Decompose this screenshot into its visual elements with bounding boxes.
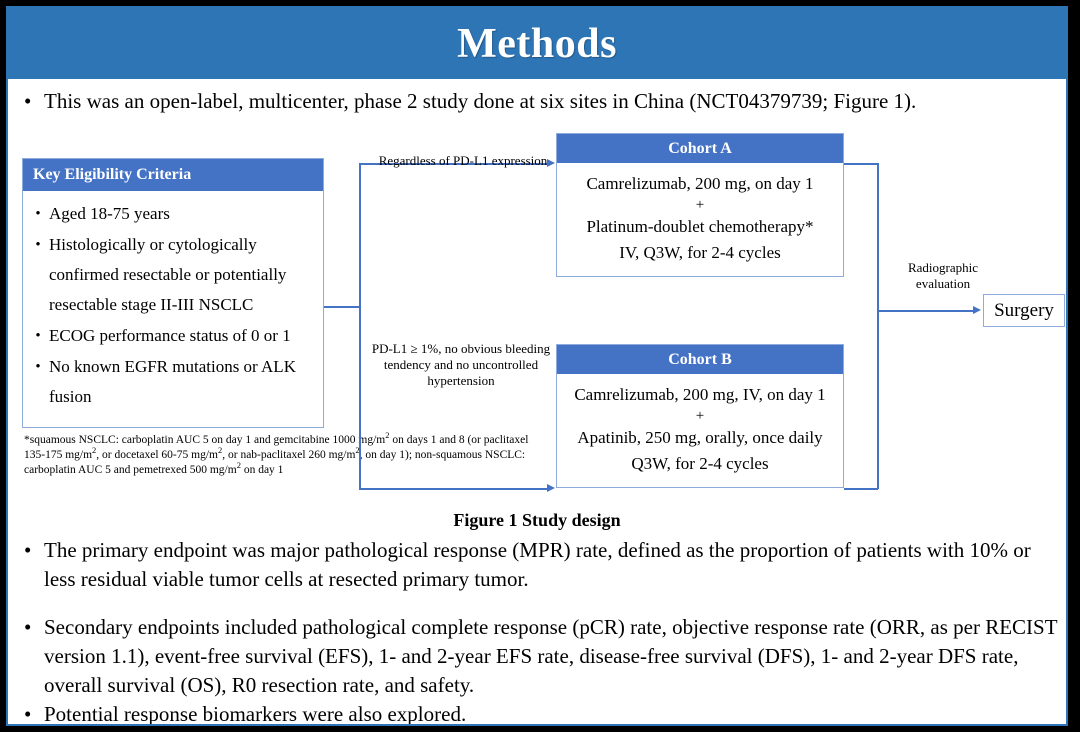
- eligibility-header: Key Eligibility Criteria: [23, 159, 323, 191]
- connector-arrow-to-cohort-b: [359, 488, 549, 490]
- chemotherapy-footnote: *squamous NSCLC: carboplatin AUC 5 on da…: [24, 430, 544, 478]
- list-item: • Aged 18-75 years: [27, 199, 317, 229]
- connector-label-regardless: Regardless of PD-L1 expression: [378, 153, 548, 168]
- cohort-a-line1: Camrelizumab, 200 mg, on day 1: [586, 174, 814, 193]
- list-item: • Histologically or cytologically confir…: [27, 230, 317, 320]
- cohort-a-body: Camrelizumab, 200 mg, on day 1 + Platinu…: [557, 163, 843, 276]
- connector-line-vertical-upper: [359, 163, 361, 307]
- eligibility-item-label: No known EGFR mutations or ALK fusion: [49, 357, 296, 406]
- bullet-marker: •: [35, 206, 41, 222]
- cohort-b-plus: +: [695, 408, 705, 424]
- cohort-a-line2: Platinum-doublet chemotherapy*: [586, 217, 814, 236]
- connector-line-from-eligibility: [324, 306, 360, 308]
- bullet-marker: •: [24, 702, 32, 726]
- page-title: Methods: [457, 20, 617, 67]
- bullet-intro-text: This was an open-label, multicenter, pha…: [44, 89, 917, 113]
- footnote-part: , or nab-paclitaxel 260 mg/m: [222, 449, 356, 461]
- bullet-primary-endpoint-text: The primary endpoint was major pathologi…: [44, 538, 1031, 591]
- bullet-secondary-endpoints: • Secondary endpoints included pathologi…: [18, 613, 1058, 700]
- footnote-superscript: 2: [92, 445, 97, 456]
- connector-line-vertical-lower: [359, 306, 361, 489]
- cohort-b-line1: Camrelizumab, 200 mg, IV, on day 1: [574, 385, 826, 404]
- bullet-primary-endpoint: • The primary endpoint was major patholo…: [18, 536, 1058, 594]
- footnote-part: on days 1 and 8 (or paclitaxel 135-175 m…: [24, 434, 529, 461]
- arrowhead-icon: [973, 306, 981, 314]
- bullet-marker: •: [35, 237, 41, 253]
- footnote-part: , on day 1); non-squamous NSCLC: carbopl…: [24, 449, 526, 476]
- cohort-b-header: Cohort B: [557, 345, 843, 374]
- slide-title-bar: Methods: [8, 8, 1066, 79]
- bullet-marker: •: [24, 538, 32, 562]
- slide-page: Methods • This was an open-label, multic…: [6, 6, 1068, 726]
- bullet-marker: •: [35, 359, 41, 375]
- bullet-marker: •: [35, 328, 41, 344]
- eligibility-list: • Aged 18-75 years • Histologically or c…: [23, 191, 323, 417]
- footnote-part: *squamous NSCLC: carboplatin AUC 5 on da…: [24, 434, 386, 446]
- arrowhead-icon: [547, 159, 555, 167]
- eligibility-item-label: Histologically or cytologically confirme…: [49, 235, 287, 314]
- cohort-b-line2: Apatinib, 250 mg, orally, once daily: [577, 428, 823, 447]
- bullet-biomarkers: • Potential response biomarkers were als…: [18, 700, 1058, 726]
- connector-line-merge-vertical: [877, 163, 879, 489]
- footnote-superscript: 2: [217, 445, 223, 456]
- eligibility-item-label: Aged 18-75 years: [49, 204, 170, 223]
- bullet-intro: • This was an open-label, multicenter, p…: [18, 87, 1058, 116]
- footnote-part: on day 1: [240, 464, 284, 476]
- surgery-box: Surgery: [983, 294, 1065, 327]
- cohort-a-plus: +: [695, 197, 705, 213]
- eligibility-criteria-box: Key Eligibility Criteria • Aged 18-75 ye…: [22, 158, 324, 428]
- connector-arrow-to-cohort-a: [359, 163, 549, 165]
- bullet-biomarkers-text: Potential response biomarkers were also …: [44, 702, 467, 726]
- footnote-superscript: 2: [236, 460, 241, 471]
- cohort-a-header: Cohort A: [557, 134, 843, 163]
- footnote-part: , or docetaxel 60-75 mg/m: [96, 449, 218, 461]
- cohort-b-body: Camrelizumab, 200 mg, IV, on day 1 + Apa…: [557, 374, 843, 487]
- bullet-secondary-endpoints-text: Secondary endpoints included pathologica…: [44, 615, 1058, 697]
- footnote-superscript: 2: [385, 430, 390, 441]
- bullet-marker: •: [24, 89, 32, 113]
- footnote-superscript: 2: [355, 445, 360, 456]
- bullet-marker: •: [24, 615, 32, 639]
- connector-line-from-cohort-a: [844, 163, 878, 165]
- surgery-label: Surgery: [994, 299, 1054, 321]
- connector-label-radiographic: Radiographic evaluation: [907, 260, 979, 291]
- connector-line-from-cohort-b: [844, 488, 878, 490]
- eligibility-item-label: ECOG performance status of 0 or 1: [49, 326, 291, 345]
- cohort-a-box: Cohort A Camrelizumab, 200 mg, on day 1 …: [556, 133, 844, 277]
- list-item: • No known EGFR mutations or ALK fusion: [27, 352, 317, 412]
- cohort-b-box: Cohort B Camrelizumab, 200 mg, IV, on da…: [556, 344, 844, 488]
- arrowhead-icon: [547, 484, 555, 492]
- connector-arrow-to-surgery: [877, 310, 975, 312]
- cohort-b-line3: Q3W, for 2-4 cycles: [631, 454, 769, 473]
- cohort-a-line3: IV, Q3W, for 2-4 cycles: [619, 243, 781, 262]
- list-item: • ECOG performance status of 0 or 1: [27, 321, 317, 351]
- connector-label-pdl1: PD-L1 ≥ 1%, no obvious bleeding tendency…: [371, 341, 551, 388]
- figure-caption: Figure 1 Study design: [453, 510, 621, 530]
- study-design-figure: Key Eligibility Criteria • Aged 18-75 ye…: [8, 120, 1066, 512]
